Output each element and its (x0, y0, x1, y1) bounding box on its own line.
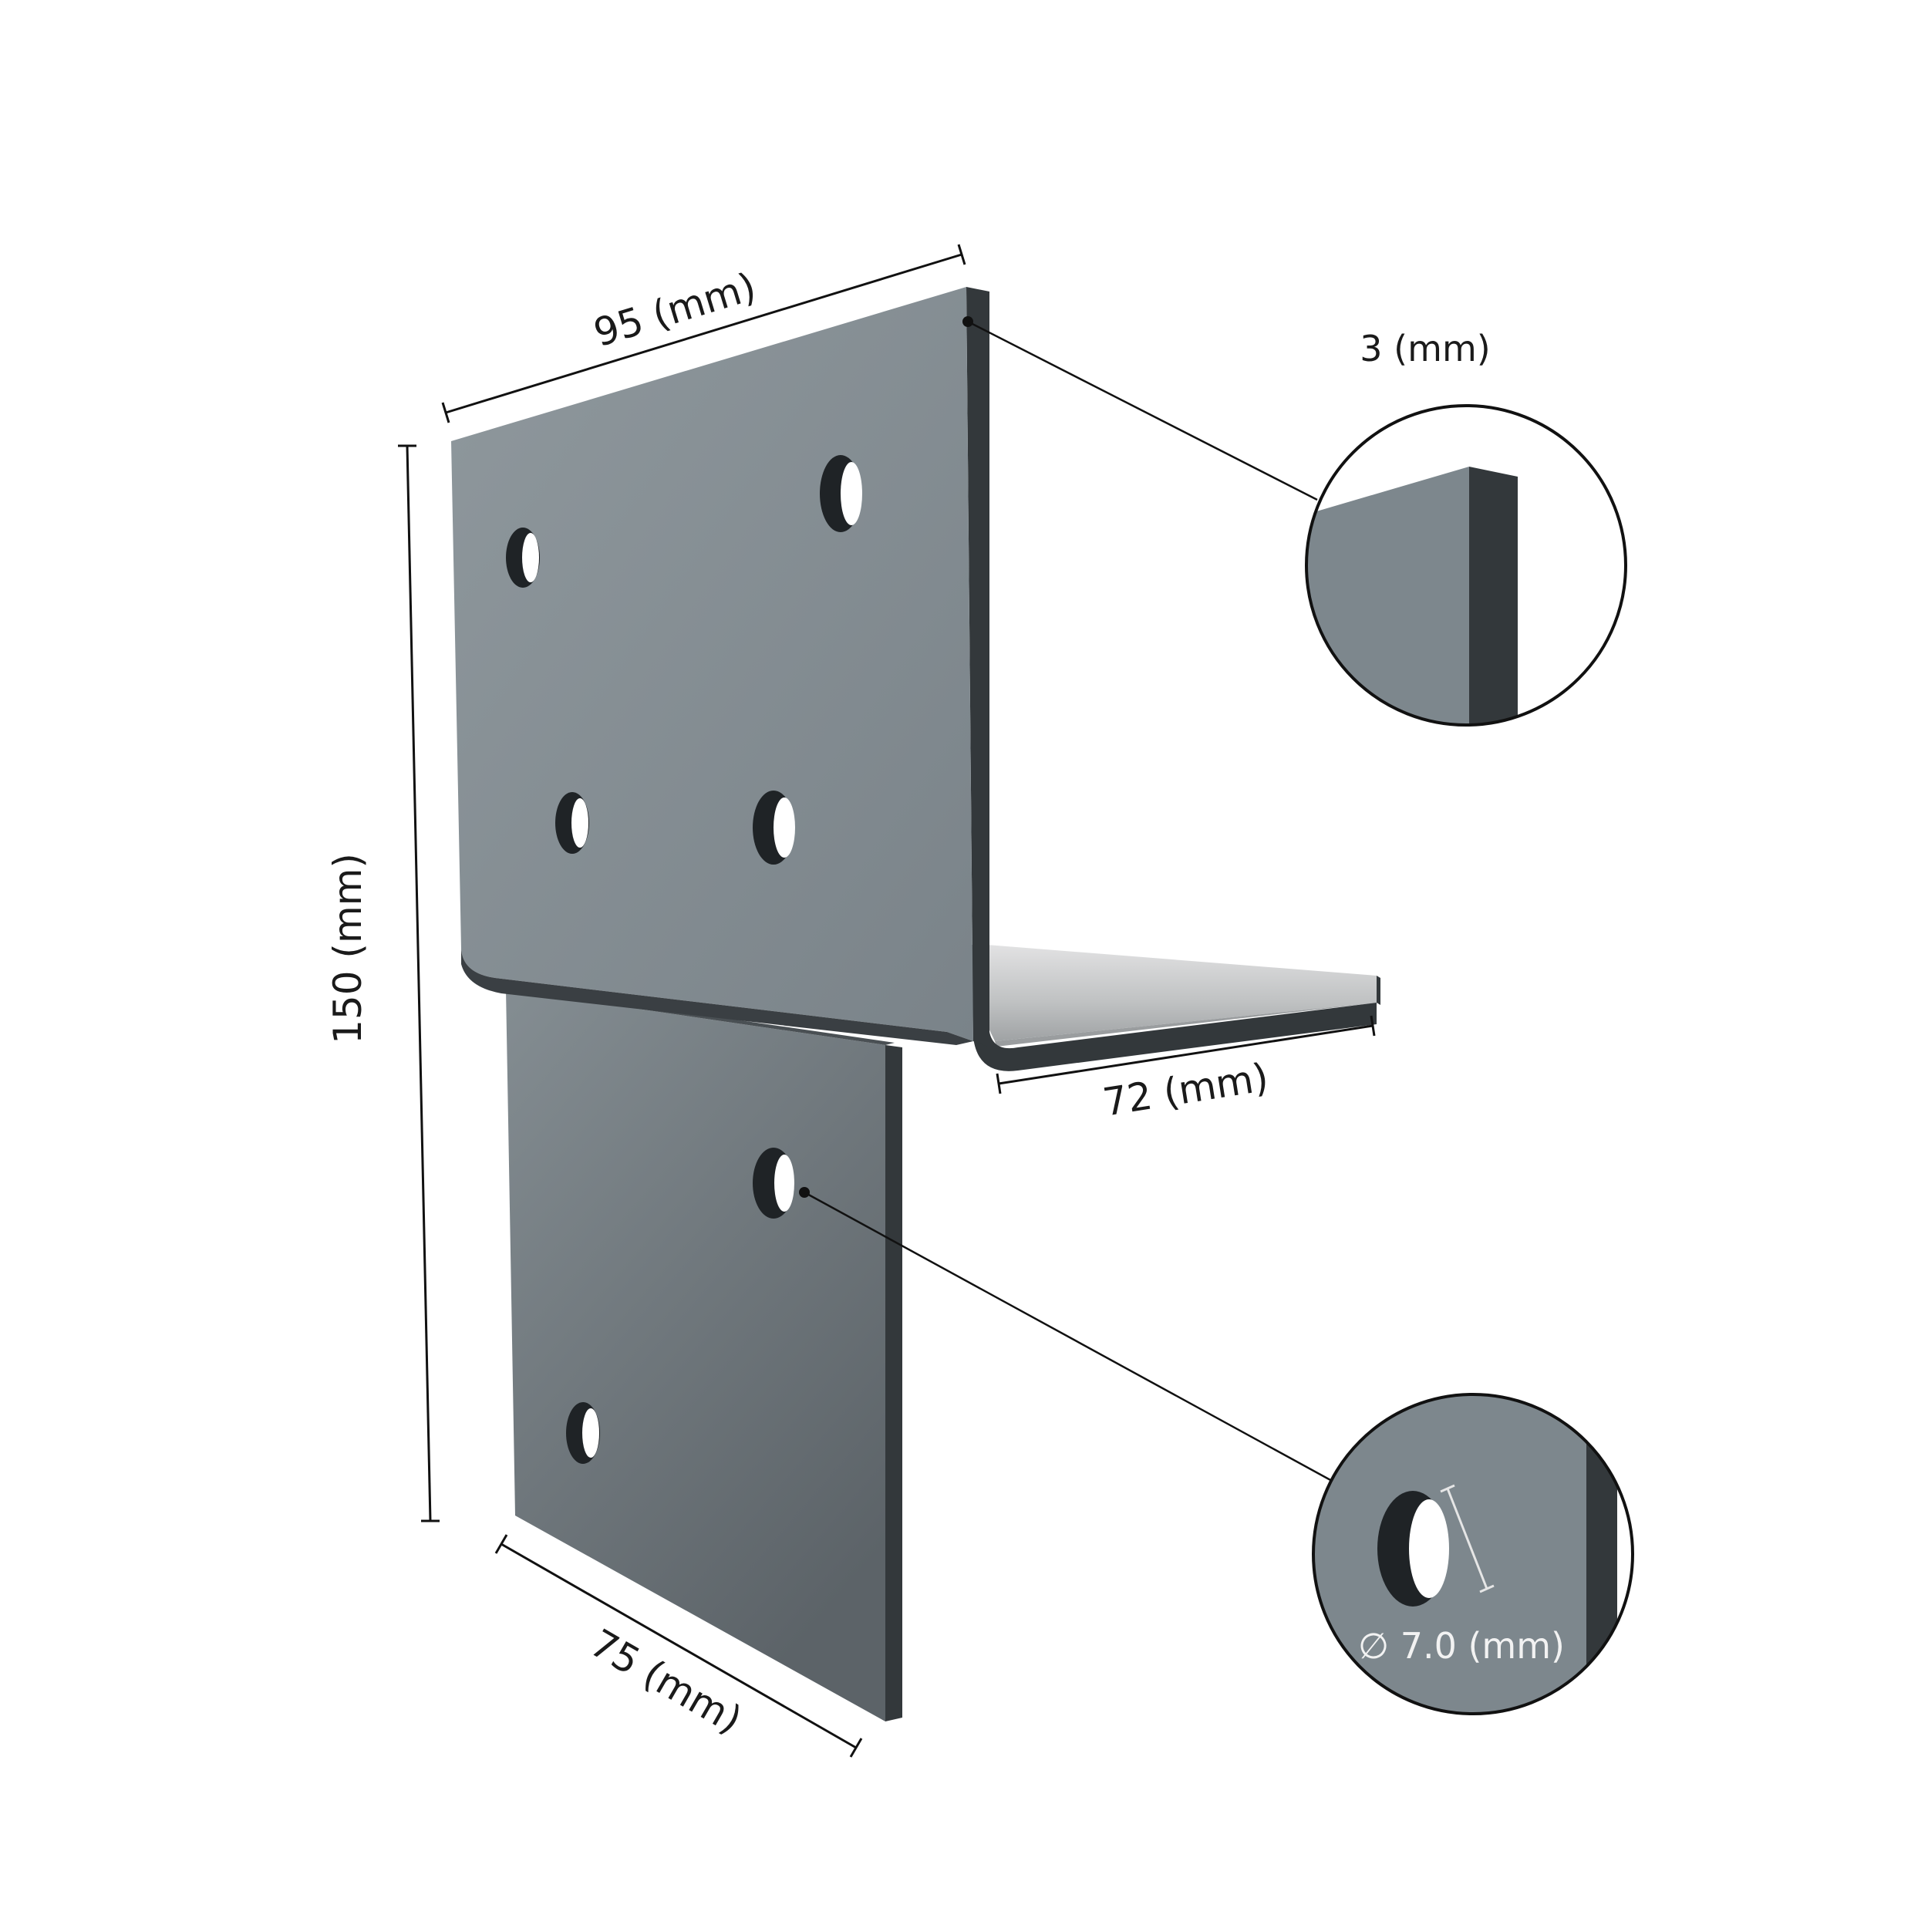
flange (972, 945, 1380, 1071)
magnifier-circle (1312, 1393, 1634, 1715)
detail-label-thickness: 3 (mm) (1360, 328, 1490, 369)
detail-thickness: 3 (mm) (962, 316, 1627, 727)
magnifier-circle (1305, 404, 1627, 727)
hole-icon (566, 1402, 600, 1464)
bracket (451, 287, 1380, 1721)
hole-icon (820, 455, 862, 532)
leader-line (804, 1191, 1333, 1482)
hole-icon (555, 792, 589, 854)
upper-plate (451, 287, 989, 1047)
hole-icon (506, 528, 540, 588)
dim-label-flange-depth: 72 (mm) (1100, 1055, 1271, 1125)
dimension-height: 150 (mm) (325, 444, 440, 1522)
hole-icon (753, 791, 795, 865)
detail-hole: ∅ 7.0 (mm) (799, 1187, 1634, 1715)
holes (506, 455, 862, 1464)
leader-line (967, 320, 1318, 501)
detail-label-hole-diameter: ∅ 7.0 (mm) (1358, 1625, 1565, 1667)
lower-plate (506, 988, 902, 1721)
hole-icon (753, 1148, 794, 1219)
dim-label-height: 150 (mm) (325, 853, 370, 1044)
